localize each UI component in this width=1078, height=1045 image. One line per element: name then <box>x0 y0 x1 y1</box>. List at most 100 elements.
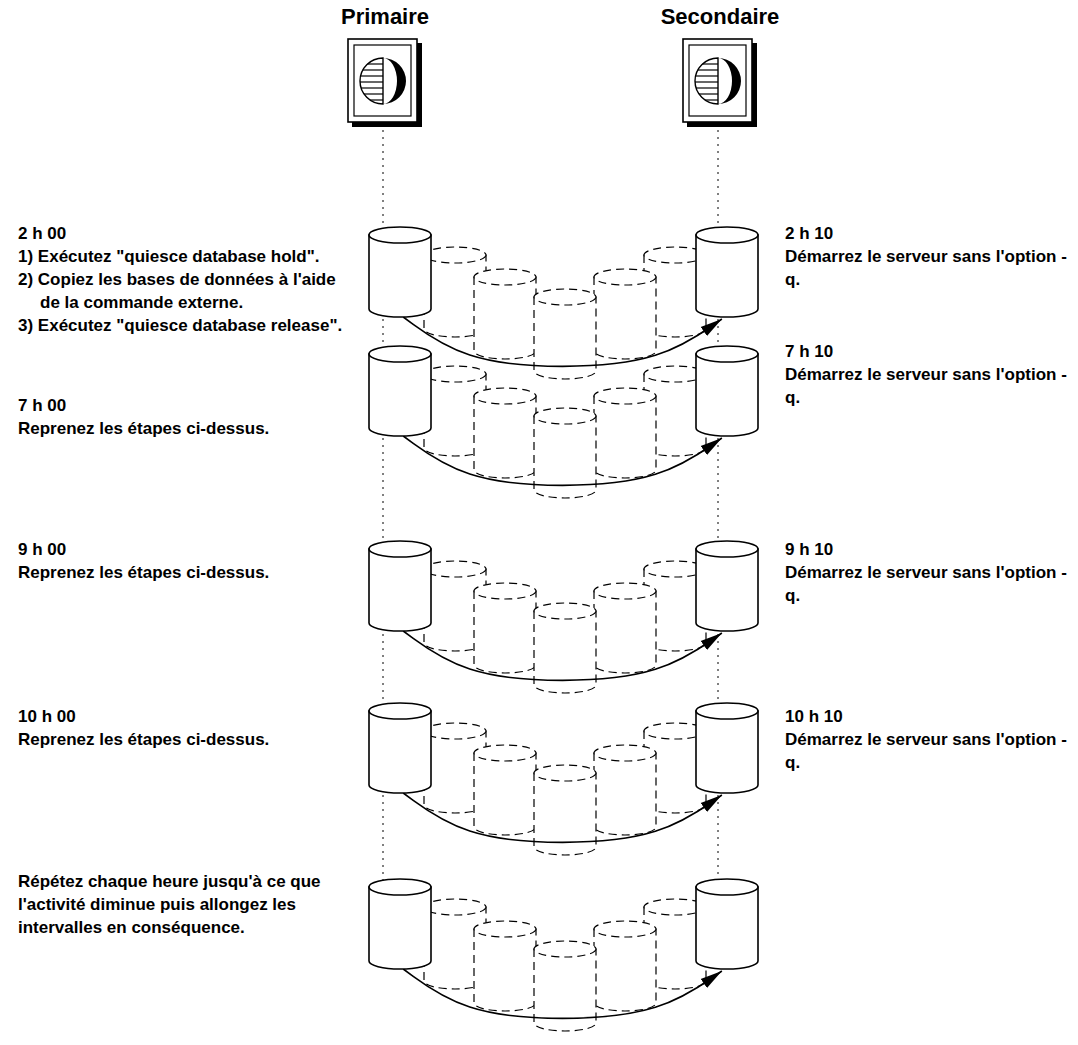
copy-arrow <box>403 631 722 680</box>
cylinder-top <box>594 583 656 599</box>
cylinder-outline <box>696 703 758 793</box>
step-note: 9 h 10Démarrez le serveur sans l'option … <box>785 538 1070 607</box>
database-cylinder: 10 h 00Reprenez les étapes ci-dessus. <box>368 702 432 794</box>
cylinder-shape <box>695 226 759 318</box>
cylinder-outline <box>369 879 431 969</box>
ghost-cylinder <box>594 388 656 478</box>
ghost-cylinder <box>474 745 536 835</box>
cylinder-outline <box>369 227 431 317</box>
disc-line <box>696 75 718 76</box>
database-cylinder <box>695 878 759 970</box>
step-note: 7 h 00Reprenez les étapes ci-dessus. <box>18 394 348 440</box>
cylinder-body <box>594 396 656 478</box>
cylinder-top <box>594 921 656 937</box>
copy-arrow <box>403 436 722 485</box>
cylinder-outline <box>696 541 758 631</box>
cylinder-top <box>424 899 486 915</box>
cylinder-outline <box>696 346 758 436</box>
ghost-cylinder <box>594 269 656 359</box>
cylinder-shape <box>368 345 432 437</box>
cylinder-shape <box>695 702 759 794</box>
cylinder-top <box>534 408 596 424</box>
cylinder-body <box>369 235 431 317</box>
cylinder-body <box>696 711 758 793</box>
cylinder-top <box>474 583 536 599</box>
cylinder-shape <box>368 878 432 970</box>
cylinder-body <box>594 929 656 1011</box>
cylinder-body <box>594 753 656 835</box>
cylinder-top <box>424 561 486 577</box>
disc-line <box>361 87 383 88</box>
disc-line <box>364 93 383 94</box>
server-label: Secondaire <box>661 4 780 30</box>
ghost-cylinder <box>474 269 536 359</box>
cylinder-outline <box>369 346 431 436</box>
cylinder-top <box>424 247 486 263</box>
step-text: Démarrez le serveur sans l'option -q. <box>785 728 1070 774</box>
step-note: 2 h 10Démarrez le serveur sans l'option … <box>785 222 1070 291</box>
copy-arrow <box>403 317 722 366</box>
disc-line <box>696 87 718 88</box>
server-icon: Secondaire <box>682 38 758 128</box>
disc-half <box>695 58 718 104</box>
cylinder-top <box>696 879 758 895</box>
ghost-cylinders <box>424 899 706 1031</box>
cylinder-top <box>474 921 536 937</box>
step-text: Démarrez le serveur sans l'option -q. <box>785 561 1070 607</box>
step-note: 10 h 10Démarrez le serveur sans l'option… <box>785 705 1070 774</box>
disc-line <box>360 81 383 82</box>
server-label: Primaire <box>341 4 429 30</box>
cylinder-top <box>696 227 758 243</box>
cylinder-top <box>534 603 596 619</box>
disc-line <box>703 63 718 64</box>
cylinder-shape <box>695 878 759 970</box>
cylinder-body <box>474 929 536 1011</box>
step-text: 7 h 10 <box>785 340 1070 363</box>
disc-half <box>360 58 383 104</box>
disc-line <box>370 99 383 100</box>
cylinder-top <box>474 388 536 404</box>
background-illustration <box>383 130 718 1031</box>
step-note: 2 h 001) Exécutez "quiesce database hold… <box>18 222 348 337</box>
icon-frame <box>683 39 752 122</box>
server-heading: Primaire <box>341 4 429 30</box>
disc-crescent <box>718 58 741 104</box>
cylinder-shape <box>695 345 759 437</box>
cylinder-body <box>474 396 536 478</box>
step-text: 7 h 00 <box>18 394 348 417</box>
cylinder-body <box>474 753 536 835</box>
cylinder-top <box>534 941 596 957</box>
step-text: Reprenez les étapes ci-dessus. <box>18 728 348 751</box>
cylinder-body <box>696 549 758 631</box>
ghost-cylinder <box>474 583 536 673</box>
database-cylinder: 7 h 00Reprenez les étapes ci-dessus. <box>368 345 432 437</box>
cylinder-body <box>474 277 536 359</box>
ghost-cylinders <box>424 247 706 379</box>
step-note: Répétez chaque heure jusqu'à ce que l'ac… <box>18 870 343 939</box>
step-note: 9 h 00Reprenez les étapes ci-dessus. <box>18 538 348 584</box>
cylinder-top <box>534 289 596 305</box>
ghost-cylinder <box>594 583 656 673</box>
cylinder-body <box>369 354 431 436</box>
cylinder-shape <box>368 226 432 318</box>
cylinder-body <box>474 591 536 673</box>
ghost-cylinders <box>424 561 706 693</box>
ghost-cylinder <box>474 921 536 1011</box>
cylinder-outline <box>369 541 431 631</box>
cylinder-body <box>696 235 758 317</box>
cylinder-outline <box>696 879 758 969</box>
cylinder-body <box>369 887 431 969</box>
cylinder-body <box>594 277 656 359</box>
cylinder-top <box>594 388 656 404</box>
ghost-cylinder <box>594 745 656 835</box>
step-text: 9 h 10 <box>785 538 1070 561</box>
cylinder-top <box>474 269 536 285</box>
database-cylinder: 9 h 10Démarrez le serveur sans l'option … <box>695 540 759 632</box>
cylinder-body <box>696 887 758 969</box>
step-note: 10 h 00Reprenez les étapes ci-dessus. <box>18 705 348 751</box>
server-shape <box>682 38 758 128</box>
step-item: 1) Exécutez "quiesce database hold". <box>18 245 348 268</box>
step-text: Reprenez les étapes ci-dessus. <box>18 417 348 440</box>
database-cylinder: 2 h 001) Exécutez "quiesce database hold… <box>368 226 432 318</box>
